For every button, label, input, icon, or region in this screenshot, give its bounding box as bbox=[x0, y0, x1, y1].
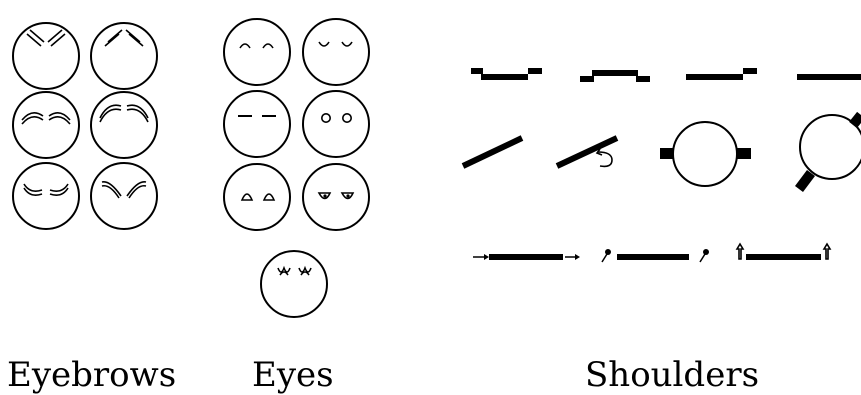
eyes-face-lashes bbox=[260, 250, 328, 318]
shoulder-shape-both-dropped bbox=[580, 70, 650, 82]
eyes-face-closed-down bbox=[302, 18, 370, 86]
eyes-face-flat bbox=[223, 90, 291, 158]
shoulders-label: Shoulders bbox=[585, 355, 760, 395]
eyebrow-face-furrowed-flat bbox=[12, 162, 80, 230]
eyes-face-half-top bbox=[302, 163, 370, 231]
shoulder-circle-tilted bbox=[795, 111, 861, 192]
eyebrow-face-furrowed-v bbox=[90, 162, 158, 230]
eyebrow-face-raised-inner bbox=[12, 22, 80, 90]
eyebrows-group bbox=[12, 22, 158, 230]
eyebrows-label: Eyebrows bbox=[7, 355, 177, 395]
eyes-label: Eyes bbox=[252, 355, 334, 395]
eyes-group bbox=[223, 18, 370, 318]
eyes-face-half-bottom bbox=[223, 163, 291, 231]
eyes-face-happy bbox=[223, 18, 291, 86]
shoulder-move-pins bbox=[601, 249, 709, 263]
eyebrow-face-raised-outer bbox=[90, 22, 158, 90]
eyebrow-face-arched-low bbox=[12, 91, 80, 159]
shoulders-group bbox=[461, 68, 861, 263]
shoulder-tilt-line-rotate bbox=[555, 135, 619, 169]
shoulder-move-up-arrows bbox=[735, 242, 832, 260]
eyes-face-wide-open bbox=[302, 90, 370, 158]
shoulder-circle-level bbox=[660, 121, 751, 187]
eyebrow-face-arched-high bbox=[90, 91, 158, 159]
shoulder-shape-right-raised bbox=[686, 68, 757, 80]
shoulder-tilt-line bbox=[461, 135, 524, 169]
shoulder-shape-flat bbox=[797, 74, 861, 80]
shoulder-shape-both-raised bbox=[471, 68, 542, 80]
shoulder-move-arrows bbox=[473, 254, 580, 260]
